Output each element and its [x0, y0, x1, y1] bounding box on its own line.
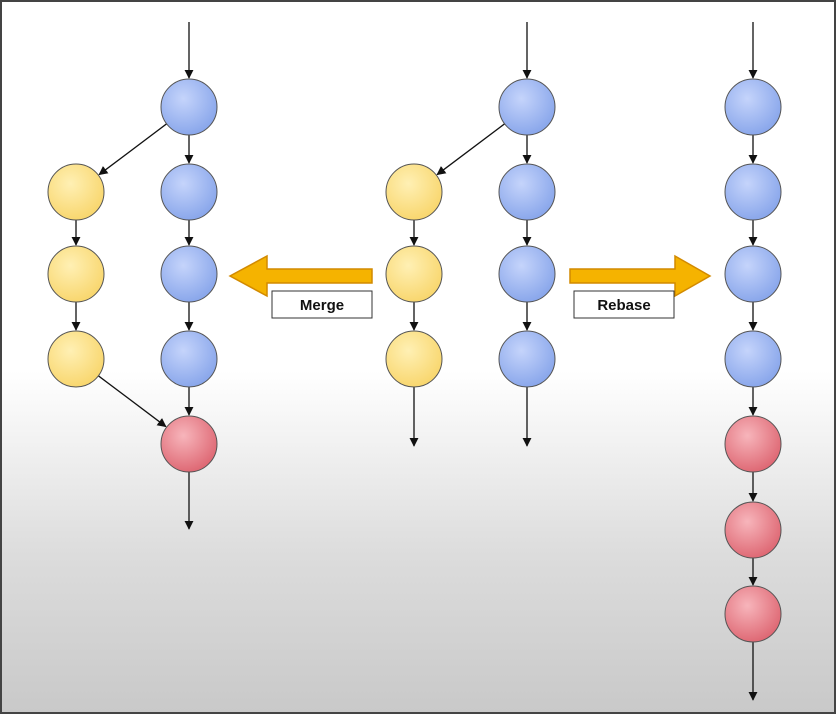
rebase-main-commit-3	[724, 245, 782, 303]
commit-nodes	[47, 78, 782, 643]
merge-main-commit-4	[160, 330, 218, 388]
merge-branch-edge	[98, 123, 168, 176]
merge-feature-commit-3	[47, 330, 105, 388]
rebase-label-box	[573, 290, 675, 319]
rebase-main-commit-2	[724, 163, 782, 221]
rebase-main-commit-7	[724, 585, 782, 643]
merge-main-commit-1	[160, 78, 218, 136]
rebase-arrow-group: Rebase	[569, 254, 712, 319]
merge-main-commit-2	[160, 163, 218, 221]
rebase-main-commit-6	[724, 501, 782, 559]
rebase-main-commit-5	[724, 415, 782, 473]
rebase-label: Rebase	[597, 297, 650, 314]
original-feature-commit-1	[385, 163, 443, 221]
merge-feature-commit-1	[47, 163, 105, 221]
merge-feature-commit-2	[47, 245, 105, 303]
rebase-main-commit-4	[724, 330, 782, 388]
original-main-commit-4	[498, 330, 556, 388]
merge-arrow-group: Merge	[228, 254, 373, 319]
original-feature-commit-2	[385, 245, 443, 303]
original-branch-edge	[436, 123, 506, 176]
original-main-commit-1	[498, 78, 556, 136]
original-main-commit-3	[498, 245, 556, 303]
merge-main-commit-5	[160, 415, 218, 473]
merge-label-box	[271, 290, 373, 319]
merge-merge-edge	[97, 375, 167, 428]
rebase-main-commit-1	[724, 78, 782, 136]
original-feature-commit-3	[385, 330, 443, 388]
original-main-commit-2	[498, 163, 556, 221]
merge-main-commit-3	[160, 245, 218, 303]
merge-label: Merge	[300, 297, 344, 314]
commit-edges	[71, 22, 758, 701]
rebase-arrow-icon	[569, 254, 712, 298]
merge-arrow-icon	[228, 254, 373, 298]
